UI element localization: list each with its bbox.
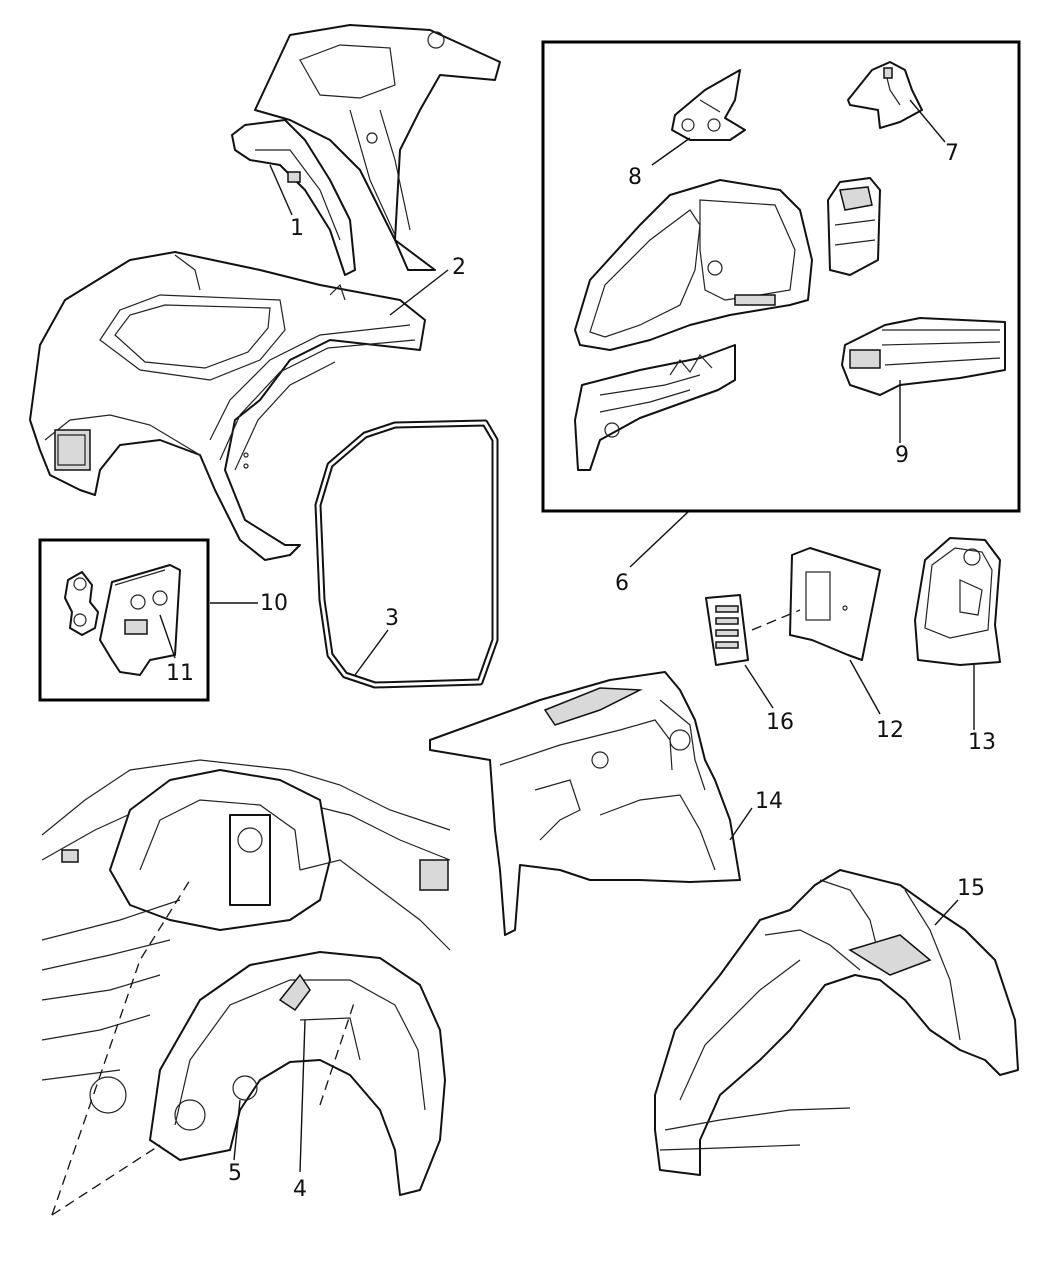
- part-11-bracket: [64, 564, 181, 676]
- part-7-bracket: [847, 61, 923, 129]
- callout-4: 4: [293, 1177, 307, 1202]
- part-1-wheelhouse-reinforcement: [231, 119, 356, 276]
- part-12-panel: [789, 547, 881, 661]
- callout-10: 10: [260, 591, 288, 616]
- callout-11: 11: [166, 661, 194, 686]
- callout-9: 9: [895, 443, 909, 468]
- leader-lines: [159, 99, 975, 1173]
- callout-14: 14: [755, 789, 783, 814]
- part-9-rail: [841, 317, 1006, 396]
- callout-12: 12: [876, 718, 904, 743]
- part-6-inner-wheelhouse: [574, 179, 813, 471]
- part-8-bracket: [671, 69, 746, 141]
- callout-15: 15: [957, 876, 985, 901]
- part-2-upper-quarter-inner: [254, 24, 501, 271]
- quarter-panel-assembly: [29, 251, 426, 561]
- callout-labels: 1 2 3 4 5 6 7 8 9 10 11 12 13 14 15 16: [166, 141, 996, 1202]
- part-15-liner: [654, 869, 1019, 1176]
- callout-6: 6: [615, 571, 629, 596]
- kit-box-6: [541, 40, 1021, 513]
- part-3-weatherstrip: [314, 419, 499, 689]
- callout-13: 13: [968, 730, 996, 755]
- callout-3: 3: [385, 606, 399, 631]
- callout-5: 5: [228, 1161, 242, 1186]
- callout-8: 8: [628, 165, 642, 190]
- callout-2: 2: [452, 255, 466, 280]
- kit-box-10: [38, 538, 210, 702]
- callout-16: 16: [766, 710, 794, 735]
- part-6-upper-trim-panel: [827, 177, 881, 276]
- callout-1: 1: [290, 216, 304, 241]
- part-14-inner-trim: [429, 671, 741, 936]
- part-16-vent-grille: [705, 594, 801, 666]
- underbody-wheelhouse-view: [41, 759, 451, 1216]
- callout-7: 7: [945, 141, 959, 166]
- part-13-housing: [914, 537, 1001, 666]
